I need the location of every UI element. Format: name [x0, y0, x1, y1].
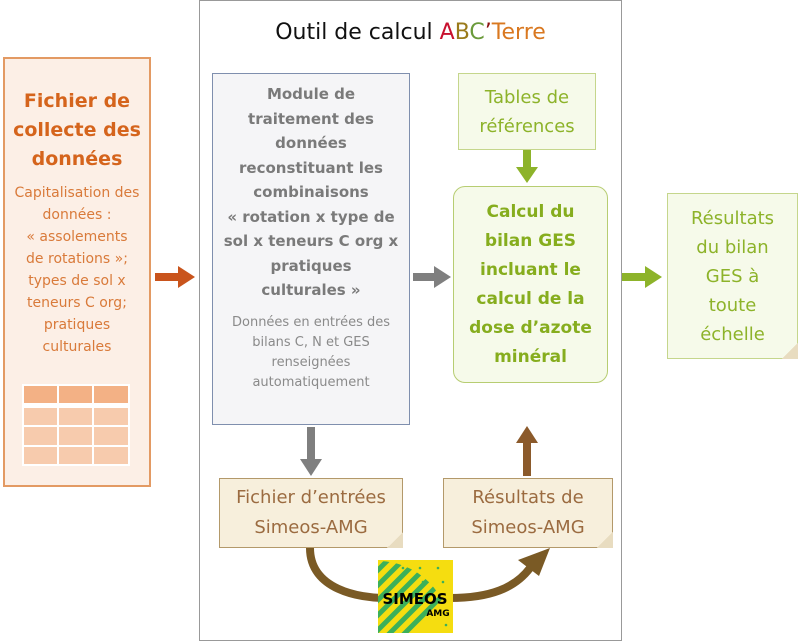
reference-tables-box: Tables de références [458, 73, 596, 150]
frame-title: Outil de calcul ABC’Terre [199, 20, 622, 45]
collection-title: Fichier de collecte des données [13, 87, 141, 174]
text-line: toute [708, 294, 757, 316]
folded-corner [597, 532, 613, 548]
brand-letter: A [439, 20, 455, 45]
text-line: de rotations »; [26, 251, 128, 267]
text-line: Capitalisation des [14, 185, 140, 201]
text-line: dose d’azote [469, 317, 592, 338]
brand-letter: B [454, 20, 470, 45]
arrow-orange [155, 266, 195, 288]
text-line: Simeos-AMG [471, 517, 585, 538]
title-line: reconstituant les [239, 158, 383, 177]
text-line: types de sol x [28, 273, 126, 289]
folded-corner [782, 343, 798, 359]
simeos-amg-logo: SIMEOS AMG [378, 560, 453, 633]
text-line: Résultats [690, 207, 775, 229]
title-line: « rotation x type de [227, 207, 395, 226]
brand-letter: Terre [491, 20, 546, 45]
text-line: bilans C, N et GES [252, 334, 370, 350]
text-line: données : [42, 207, 112, 223]
text-line: du bilan [696, 236, 769, 258]
collection-description: Capitalisation des données : « assolemen… [15, 182, 140, 358]
text-line: teneurs C org; [27, 295, 127, 311]
text-line: automatiquement [252, 374, 370, 390]
title-line: collecte des [13, 119, 141, 141]
title-line: données [31, 148, 123, 170]
title-line: combinaisons [253, 183, 369, 201]
text-line: minéral [494, 346, 567, 367]
text-line: « assolements [26, 229, 128, 245]
text-line: Simeos-AMG [254, 517, 368, 538]
text-line: incluant le [480, 259, 581, 280]
title-line: données [275, 134, 347, 152]
text-line: échelle [700, 323, 765, 345]
text-line: pratiques [43, 317, 111, 333]
text-line: Tables de [484, 86, 570, 108]
brand-letter: ’ [484, 20, 492, 45]
title-line: Module de [266, 85, 356, 103]
text-line: Fichier d’entrées [236, 487, 386, 508]
arrow-green-right [622, 266, 662, 288]
logo-text: SIMEOS [382, 590, 447, 608]
simeos-input-file-box: Fichier d’entrées Simeos-AMG [219, 478, 403, 548]
text-line: bilan GES [484, 230, 577, 251]
title-line: sol x teneurs C org x [223, 232, 399, 250]
module-title: Module de traitement des données reconst… [224, 82, 399, 303]
folded-corner [387, 532, 403, 548]
text-line: Résultats de [472, 487, 584, 508]
text-line: GES à [705, 265, 760, 287]
ghg-calculation-box: Calcul du bilan GES incluant le calcul d… [453, 186, 608, 383]
title-prefix: Outil de calcul [275, 20, 440, 45]
text-line: culturales [42, 339, 112, 355]
module-description: Données en entrées des bilans C, N et GE… [232, 313, 390, 393]
title-line: traitement des [248, 109, 374, 128]
title-line: Fichier de [23, 90, 131, 112]
text-line: calcul de la [476, 288, 585, 309]
text-line: références [479, 115, 575, 137]
processing-module-box: Module de traitement des données reconst… [212, 73, 410, 425]
text-line: renseignées [271, 354, 351, 370]
simeos-results-box: Résultats de Simeos-AMG [443, 478, 613, 548]
title-line: pratiques [270, 256, 352, 275]
title-line: culturales » [261, 281, 361, 299]
ghg-results-box: Résultats du bilan GES à toute échelle [667, 193, 798, 359]
spreadsheet-icon [22, 384, 130, 466]
text-line: Calcul du [486, 201, 575, 222]
text-line: Données en entrées des [231, 314, 391, 330]
logo-subtext: AMG [426, 609, 449, 619]
brand-letter: C [469, 20, 485, 45]
